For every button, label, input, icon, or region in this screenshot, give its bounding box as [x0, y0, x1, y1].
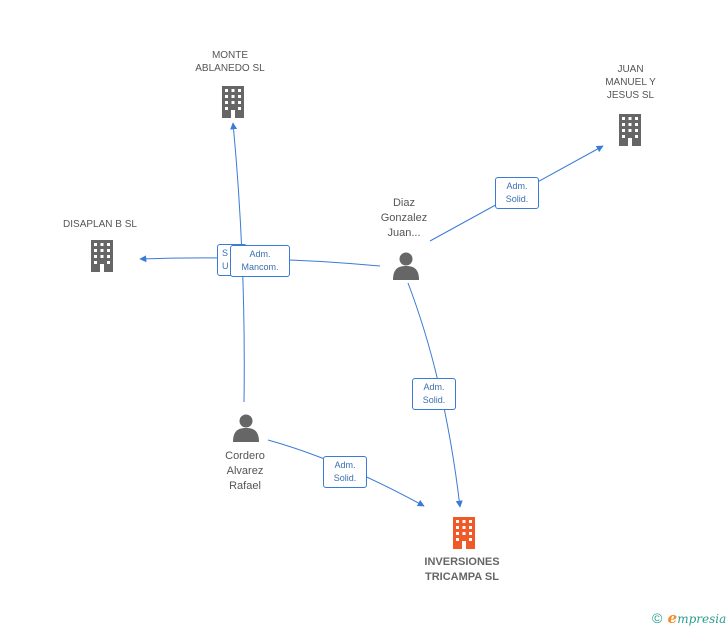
brand-logo-initial: e: [667, 609, 678, 627]
node-label-inversiones-tricampa[interactable]: INVERSIONES TRICAMPA SL: [424, 556, 500, 583]
brand-logo-text: mpresia: [677, 612, 727, 626]
building-icon[interactable]: [619, 114, 641, 146]
node-label-monte-ablanedo[interactable]: MONTE ABLANEDO SL: [195, 50, 265, 74]
building-icon[interactable]: [453, 517, 475, 549]
edge-label-diaz-disaplan: Adm. Mancom.: [230, 245, 290, 277]
edge-label-diaz-juan: Adm. Solid.: [495, 177, 539, 209]
node-label-disaplan[interactable]: DISAPLAN B SL: [63, 219, 137, 230]
building-icon[interactable]: [91, 240, 113, 272]
node-label-juan-manuel[interactable]: JUAN MANUEL Y JESUS SL: [605, 64, 656, 101]
node-label-diaz-gonzalez[interactable]: Diaz Gonzalez Juan...: [380, 197, 428, 239]
copyright-icon: ©: [652, 610, 663, 626]
edge-label-diaz-inversiones: Adm. Solid.: [412, 378, 456, 410]
person-icon[interactable]: [233, 414, 259, 443]
building-icon[interactable]: [222, 86, 244, 118]
node-label-cordero-alvarez[interactable]: Cordero Alvarez Rafael: [225, 450, 265, 492]
edge-label-cordero-inversiones: Adm. Solid.: [323, 456, 367, 488]
brand-footer: © empresia: [652, 609, 726, 627]
person-icon[interactable]: [393, 252, 419, 281]
